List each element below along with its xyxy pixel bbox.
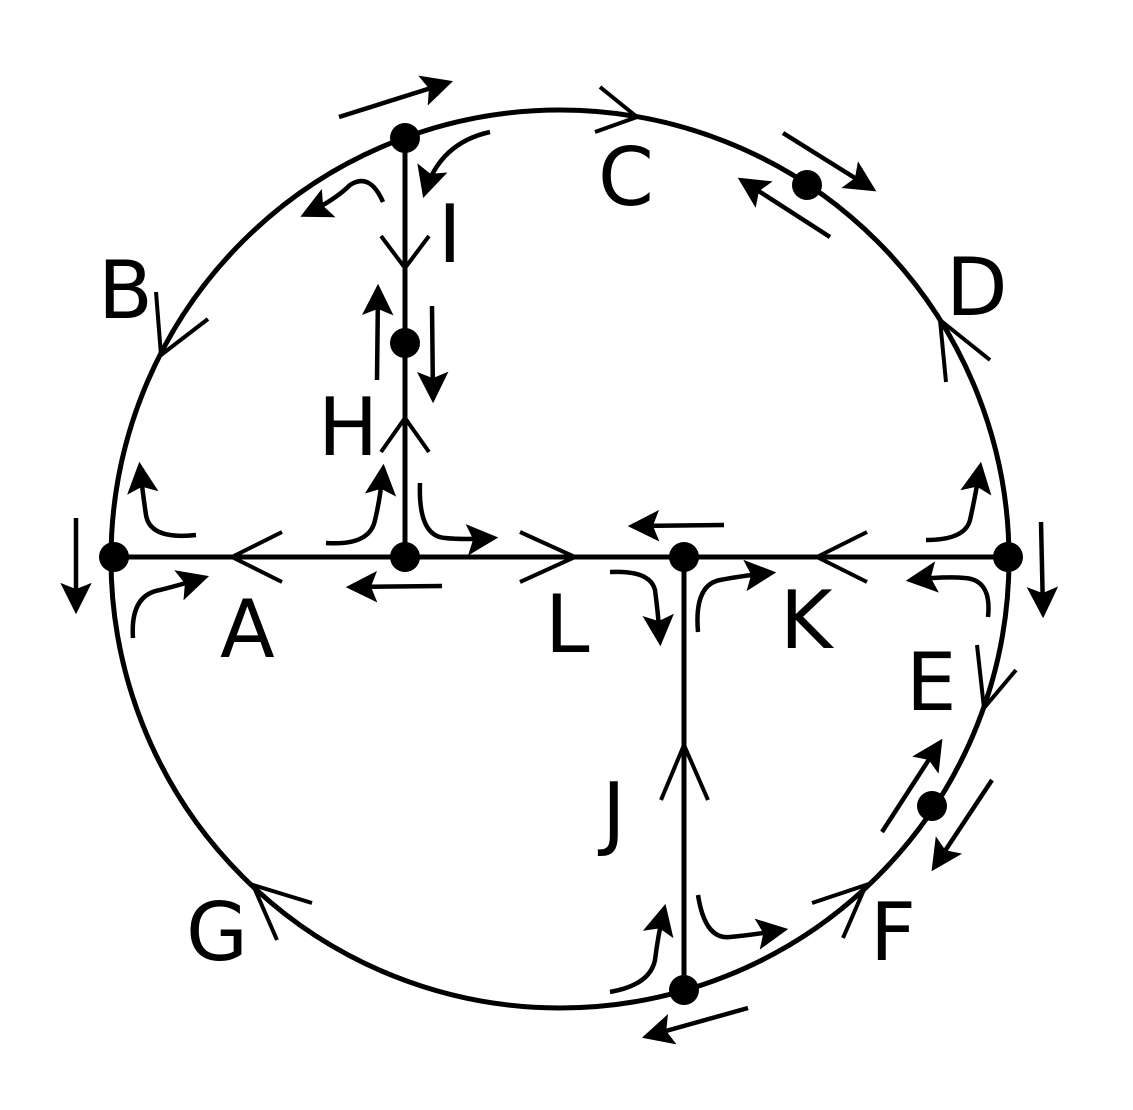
label-j: J (597, 766, 626, 859)
turn-arrow-bottom-up (609, 903, 674, 995)
label-i: I (438, 188, 462, 281)
turn-arrow-b-side (300, 178, 386, 218)
arrow-right-node-down (1026, 521, 1059, 619)
chevron-k (812, 530, 868, 584)
turn-arrow-left-right (130, 570, 210, 639)
turn-arrow-right-left (905, 561, 991, 618)
edge-labels: A B C D E F G H I J K L (98, 131, 1008, 979)
node-hi (390, 328, 420, 358)
chevron-e (975, 644, 1018, 713)
curved-arrows (127, 129, 992, 995)
node-left (99, 542, 129, 572)
label-h: H (318, 381, 378, 474)
chevron-c (594, 85, 642, 134)
chevron-d (937, 315, 992, 383)
edge-direction-chevrons (154, 85, 1018, 941)
node-center-right (669, 542, 699, 572)
turn-arrow-left-up (127, 461, 197, 538)
label-f: F (870, 886, 916, 979)
turn-arrow-hnode-up (325, 463, 397, 546)
node-cd (792, 170, 822, 200)
chevron-g (249, 881, 313, 941)
turn-arrow-top-node (417, 129, 491, 199)
node-right (993, 542, 1023, 572)
node-top (390, 123, 420, 153)
turn-arrow-bottom-right (695, 894, 789, 950)
arrow-top-left-right (338, 75, 454, 120)
arrow-ef-up (880, 738, 943, 834)
chevron-i (379, 234, 431, 272)
arrow-ef-down (931, 778, 994, 872)
label-a: A (220, 583, 275, 676)
label-c: C (598, 131, 654, 224)
turn-arrow-lnode-right (695, 559, 777, 633)
node-bottom (669, 975, 699, 1005)
chevron-a (227, 530, 283, 584)
chevron-j (659, 739, 710, 801)
arrow-under-hnode-left (345, 570, 443, 603)
node-ef (917, 791, 947, 821)
graph-nodes (99, 123, 1023, 1005)
chevron-h (379, 414, 431, 454)
label-d: D (946, 241, 1008, 334)
arrow-bottom-left (641, 1005, 749, 1045)
arrow-top-right-down (781, 131, 877, 192)
arrow-above-l-left (627, 509, 725, 542)
chevron-f (811, 881, 870, 939)
label-g: G (186, 886, 248, 979)
label-k: K (780, 574, 835, 667)
label-l: L (545, 578, 590, 671)
node-center-left (390, 542, 420, 572)
turn-arrow-hnode-right (417, 482, 499, 556)
arrow-vertical-up (361, 283, 394, 381)
turn-arrow-lnode-down (609, 569, 674, 647)
turn-arrow-right-up (925, 461, 992, 543)
label-b: B (98, 244, 153, 337)
straight-arrows (60, 75, 1059, 1045)
arrow-vertical-down (416, 305, 449, 404)
chevron-l (519, 530, 580, 584)
arrow-top-right-up (737, 177, 832, 239)
chevron-b (154, 291, 210, 359)
label-e: E (906, 636, 957, 729)
